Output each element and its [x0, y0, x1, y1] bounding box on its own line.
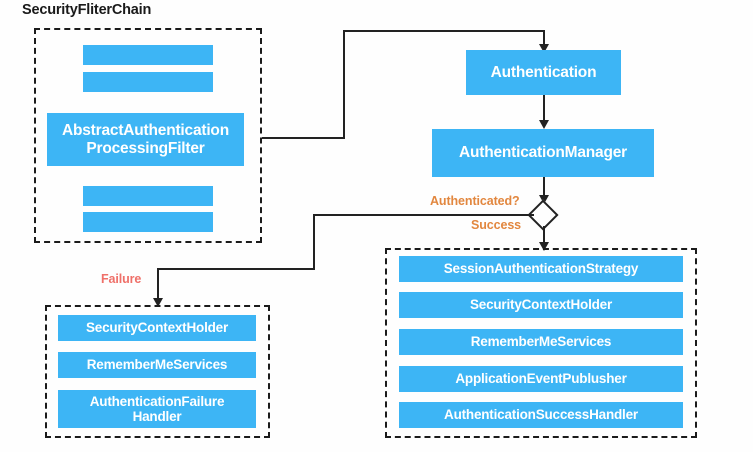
- success-item-application-event-publusher[interactable]: ApplicationEventPublusher: [399, 366, 683, 392]
- edge-failure-h2: [157, 268, 315, 270]
- edge-filter-to-auth-v1: [343, 30, 345, 139]
- filter-bar-5[interactable]: [83, 212, 213, 232]
- arrowhead-to-authentication: [539, 44, 549, 53]
- edge-filter-to-auth-h1: [262, 137, 345, 139]
- abstract-authentication-processing-filter[interactable]: AbstractAuthentication ProcessingFilter: [47, 113, 244, 166]
- failure-handlers-group: [45, 305, 270, 438]
- failure-item-security-context-holder[interactable]: SecurityContextHolder: [58, 315, 256, 341]
- edge-failure-v1: [313, 214, 315, 270]
- arrowhead-to-success-group: [539, 242, 549, 251]
- filter-bar-1[interactable]: [83, 45, 213, 65]
- filter-bar-2[interactable]: [83, 72, 213, 92]
- edge-filter-to-auth-v2: [543, 30, 545, 47]
- security-filter-chain-group: [34, 28, 262, 243]
- edge-filter-to-auth-h2: [343, 30, 545, 32]
- success-handlers-group: [385, 248, 697, 438]
- edge-decision-to-success: [543, 226, 545, 246]
- filter-bar-4[interactable]: [83, 186, 213, 206]
- failure-item-authentication-failure-handler[interactable]: AuthenticationFailure Handler: [58, 390, 256, 428]
- failure-item-remember-me-services[interactable]: RememberMeServices: [58, 352, 256, 378]
- edge-failure-h1: [313, 214, 534, 216]
- edge-label-success: Success: [471, 218, 522, 232]
- edge-label-failure: Failure: [101, 272, 142, 286]
- edge-failure-v2: [157, 268, 159, 302]
- success-item-session-authentication-strategy[interactable]: SessionAuthenticationStrategy: [399, 256, 683, 282]
- arrowhead-to-failure-group: [153, 298, 163, 307]
- success-item-remember-me-services[interactable]: RememberMeServices: [399, 329, 683, 355]
- page-title: SecurityFliterChain: [22, 2, 152, 18]
- edge-auth-to-manager: [543, 95, 545, 124]
- arrowhead-to-authentication-manager: [539, 120, 549, 129]
- authentication-manager-node[interactable]: AuthenticationManager: [432, 129, 654, 177]
- authentication-node[interactable]: Authentication: [466, 50, 621, 95]
- success-item-security-context-holder[interactable]: SecurityContextHolder: [399, 292, 683, 318]
- success-item-authentication-success-handler[interactable]: AuthenticationSuccessHandler: [399, 402, 683, 428]
- edge-label-authenticated: Authenticated?: [430, 194, 520, 208]
- edge-manager-to-decision: [543, 177, 545, 199]
